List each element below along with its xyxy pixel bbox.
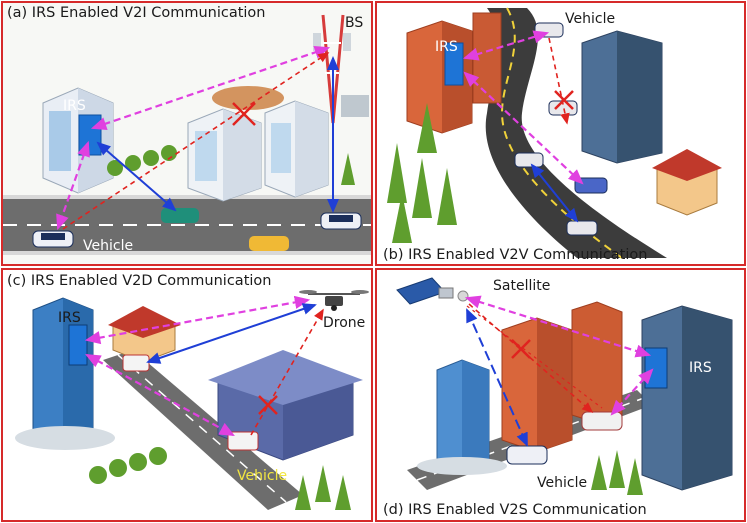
panel-v2v: IRS Vehicle Vehicle (b) IRS Enabled V2V … [375,1,746,266]
label-irs: IRS [63,98,86,114]
irs-tower [641,305,733,491]
panel-v2s-scene [377,270,744,520]
blocked-direct-link [62,52,330,230]
blocked-x-icon [258,395,278,415]
irs-vehicle-link [462,30,550,61]
car-red [581,411,623,431]
v2v-direct-link [530,163,579,223]
drone-icon [299,290,369,311]
label-vehicle-bottom: Vehicle [603,204,654,220]
label-vehicle: Vehicle [237,468,288,484]
panel-v2s: Satellite IRS Vehicle (d) IRS Enabled V2… [375,268,746,522]
blocked-x-icon [554,90,574,110]
irs-panel-icon [78,114,102,156]
glass-tower [581,30,663,164]
vehicle-car [32,230,74,248]
panel-v2i: (a) IRS Enabled V2I Communication IRS BS… [1,1,373,266]
trees [387,103,457,243]
irs-vehicle-link [610,368,654,416]
panel-v2i-scene [3,3,371,264]
label-irs: IRS [689,360,712,376]
trees [89,447,351,510]
label-drone: Drone [323,315,366,331]
label-irs: IRS [435,39,458,55]
caption-a: (a) IRS Enabled V2I Communication [7,5,266,21]
irs-panel-icon [444,42,464,86]
blocked-link [548,37,570,125]
vehicle-car [506,445,548,465]
blocked-x-icon [511,339,531,359]
car-bs [320,212,362,230]
label-vehicle: Vehicle [83,238,134,254]
irs-bs-link [90,46,331,130]
panel-v2d: (c) IRS Enabled V2D Communication IRS Dr… [1,268,373,522]
caption-d: (d) IRS Enabled V2S Communication [383,502,647,518]
caption-b: (b) IRS Enabled V2V Communication [383,247,648,263]
van-drone-link [146,303,317,364]
office-building-2 [264,100,329,198]
van-small [122,354,150,372]
car-left [514,152,544,168]
vehicle-irs-link [56,140,90,231]
house [652,149,722,216]
label-irs: IRS [58,310,81,326]
vehicle-bottom [566,220,598,236]
vehicle-van [227,431,259,451]
irs-vehicle-link [85,353,235,437]
satellite-irs-link [464,295,652,358]
car-taxi [249,236,289,251]
blocked-x-icon [232,102,256,126]
label-satellite: Satellite [493,278,551,294]
satellite-vehicle-link [466,308,528,447]
label-vehicle-top: Vehicle [565,11,616,27]
irs-panel-icon [68,324,88,366]
office-building-1 [187,108,262,202]
car-green [161,208,199,223]
trees [591,450,643,495]
caption-c: (c) IRS Enabled V2D Communication [7,273,272,289]
panel-v2v-scene [377,3,744,264]
label-bs: BS [345,15,364,31]
label-vehicle: Vehicle [537,475,588,491]
panel-v2d-scene [3,270,371,520]
irs-car-link [96,141,177,212]
